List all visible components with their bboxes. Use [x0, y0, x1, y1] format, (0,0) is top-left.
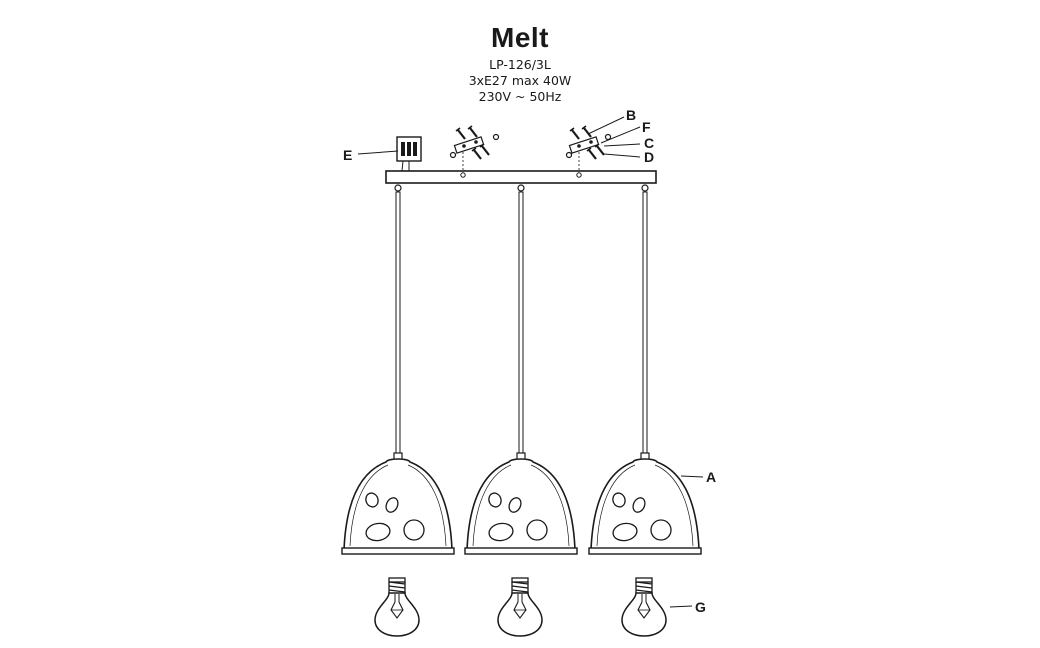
- mounting-bracket-right: [565, 124, 612, 172]
- pendant-cords: [393, 184, 650, 462]
- label-a: A: [706, 469, 716, 485]
- label-f: F: [642, 119, 651, 135]
- label-c: C: [644, 135, 654, 151]
- light-bulb-right: [621, 577, 667, 637]
- label-d: D: [644, 149, 654, 165]
- leader-lines: [357, 116, 704, 608]
- ceiling-canopy: [385, 170, 657, 184]
- lamp-shade-left: [341, 458, 455, 555]
- mounting-bracket-left: [449, 124, 500, 172]
- light-bulb-left: [374, 577, 420, 637]
- label-g: G: [695, 599, 706, 615]
- label-e: E: [343, 147, 352, 163]
- label-b: B: [626, 107, 636, 123]
- voltage-spec: 230V ~ 50Hz: [478, 89, 562, 104]
- product-title: Melt: [491, 22, 549, 53]
- lamp-shade-center: [464, 458, 578, 555]
- lamp-shade-right: [588, 458, 702, 555]
- light-bulb-center: [497, 577, 543, 637]
- model-number: LP-126/3L: [489, 57, 551, 72]
- terminal-block: [396, 136, 422, 172]
- bulb-spec: 3xE27 max 40W: [468, 73, 572, 88]
